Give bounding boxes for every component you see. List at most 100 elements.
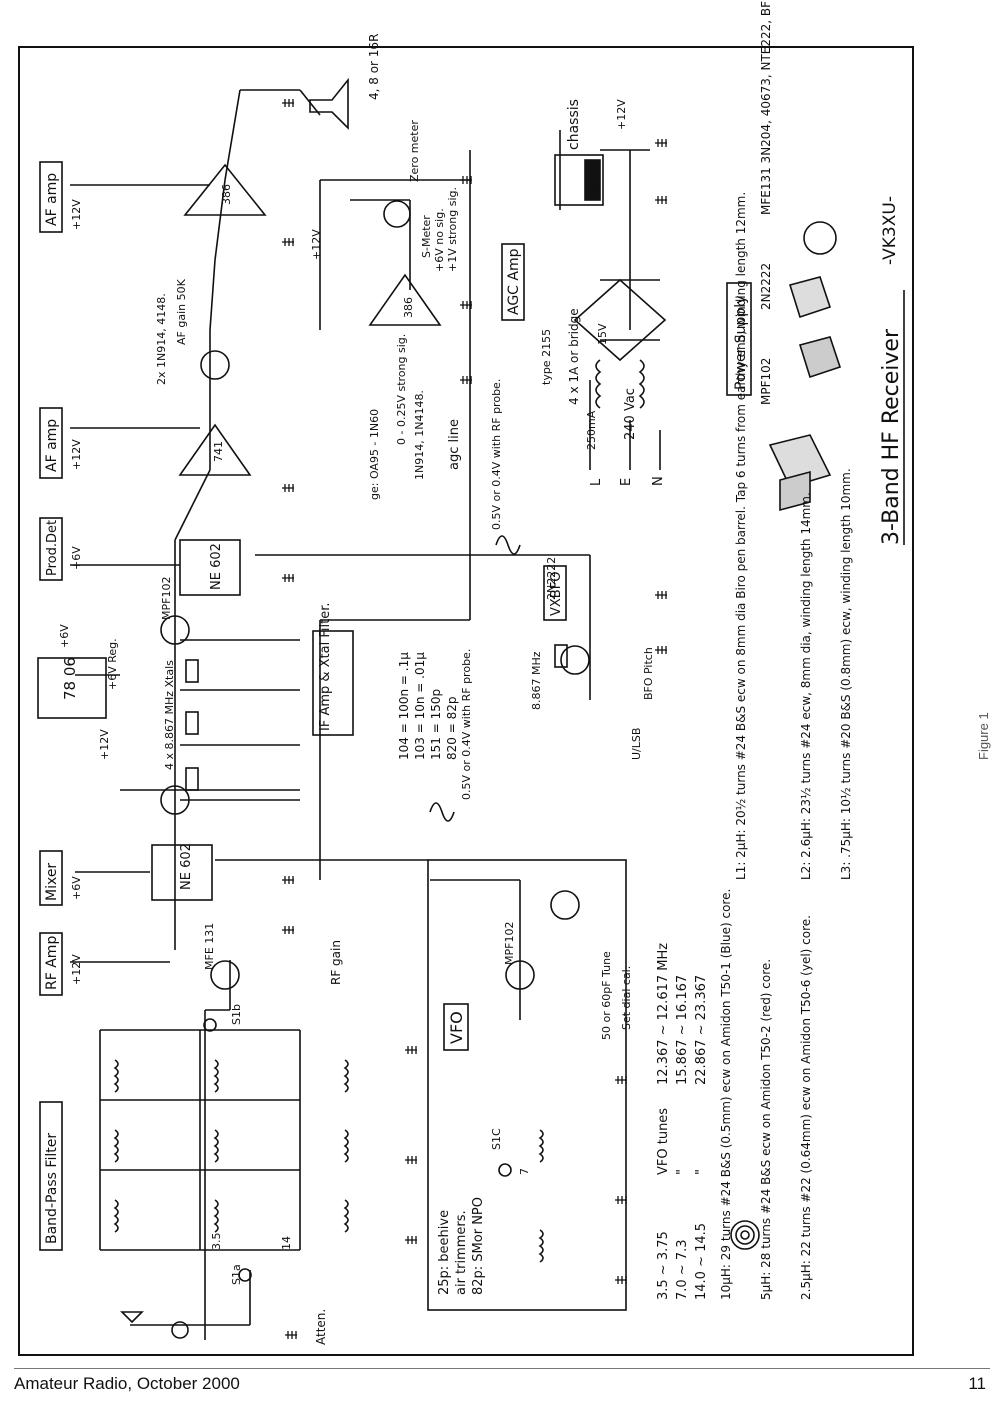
label-2n2222-bfo: 2N2222 [545, 557, 558, 600]
label-zero-meter: Zero meter [408, 120, 421, 182]
label-12v-af1: +12V [70, 199, 83, 230]
block-labels: Band-Pass Filter RF Amp Mixer IF Amp & X… [39, 161, 752, 1251]
label-mixer: Mixer [44, 863, 60, 901]
vfo-row-0-vfo: VFO tunes [656, 1108, 671, 1175]
reg-7812 [554, 154, 604, 206]
label-smeter: S-Meter [420, 215, 433, 258]
ic-symbols [37, 77, 842, 1339]
ne602-mixer [151, 844, 213, 901]
vfo-row-1-freq: 15.867 ~ 16.167 [675, 975, 690, 1085]
label-rf-probe-1: 0.5V or 0.4V with RF probe. [490, 379, 503, 530]
label-xfmr-v: 15V [596, 323, 609, 345]
label-ne602-mix: NE 602 [179, 843, 194, 890]
label-afamp-2: AF amp [44, 419, 60, 472]
pinout-mfe131: MFE131 3N204, 40673, NTE222, BFR-84, 3N2… [759, 0, 773, 215]
speaker-icon [309, 77, 349, 130]
label-386-out: 386 [220, 184, 233, 205]
label-bfo-pitch: BFO Pitch [642, 647, 655, 700]
label-rfamp: RF Amp [44, 936, 60, 990]
coil-note-1: 5µH: 28 turns #24 B&S ecw on Amidon T50-… [759, 959, 773, 1300]
label-agc-line: agc line [447, 419, 462, 470]
label-band-35: 3.5 [210, 1233, 223, 1251]
label-ifamp: IF Amp & Xtal Filter. [318, 602, 333, 731]
label-si: 1N914, 1N4148. [413, 390, 426, 480]
capcode-0: 104 = 100n = .1µ [397, 652, 411, 760]
figure-caption: Figure 1 [976, 712, 991, 760]
label-6v-reg: +6V Reg. [106, 638, 119, 690]
footer-publication: Amateur Radio, October 2000 [14, 1374, 240, 1393]
antenna-icon [120, 1311, 144, 1324]
label-s1a: S1a [230, 1264, 243, 1285]
label-12v-reg-in: +12V [98, 729, 111, 760]
label-dial-cal: Set dial cal. [620, 966, 633, 1030]
label-e: E [619, 478, 634, 486]
capcode-2: 151 = 150p [429, 689, 443, 760]
footer-page-number: 11 [968, 1374, 986, 1393]
label-mains: 240 Vac [623, 388, 638, 440]
bridge-rectifier-icon [573, 278, 667, 362]
trimmer-0: 25p: beehive [437, 1210, 452, 1295]
vfo-row-0-freq: 12.367 ~ 12.617 MHz [656, 943, 671, 1085]
coil-note-0: 10µH: 29 turns #24 B&S (0.5mm) ecw on Am… [719, 889, 733, 1300]
bfo-crystal-icon [554, 644, 568, 668]
label-l: L [589, 478, 604, 486]
reg-7806 [37, 657, 107, 719]
label-741: 741 [212, 441, 225, 462]
pinout-mpf102: MPF102 [759, 358, 773, 405]
vfo-tuning-table: 3.5 ~ 3.75 VFO tunes 12.367 ~ 12.617 MHz… [656, 943, 709, 1300]
capcode-1: 103 = 10n = .01µ [413, 652, 427, 760]
label-mpf102-if: MPF102 [160, 577, 173, 620]
lm386-output-amp [183, 163, 267, 216]
label-6v-pd: +6V [70, 546, 83, 570]
label-n: N [651, 476, 666, 486]
label-386-agc: 386 [402, 297, 415, 318]
label-usb-lsb: U/LSB [630, 728, 643, 760]
label-mpf102-vfo: MPF102 [503, 922, 516, 965]
label-fuse: 250mA [585, 410, 598, 450]
label-mfe131: MFE 131 [203, 923, 216, 970]
label-afamp-1: AF amp [44, 173, 60, 226]
wiring [70, 89, 661, 1340]
pinout-2n2222: 2N2222 [759, 263, 773, 310]
label-tune: 50 or 60pF Tune [600, 951, 613, 1040]
label-6v-mixer: +6V [70, 876, 83, 900]
transistor-pinouts: MPF102 2N2222 MFE131 3N204, 40673, NTE22… [759, 0, 773, 405]
label-rf-gain: RF gain [329, 940, 343, 985]
label-bandpass: Band-Pass Filter [44, 1133, 60, 1244]
trimmer-2: 82p: SMor NPO [471, 1197, 486, 1295]
lm386-agc-amp [368, 273, 442, 326]
transformer-primary-icon [595, 359, 602, 409]
coil-notes: 10µH: 29 turns #24 B&S (0.5mm) ecw on Am… [719, 192, 853, 1300]
transformer-secondary-icon [638, 359, 645, 409]
label-agc-v: 0 - 0.25V strong sig. [395, 334, 408, 445]
coil-note-4: L2: 2.6µH: 23½ turns #24 ecw, 8mm dia, w… [799, 492, 813, 880]
label-vxbfo: VXBFO [549, 572, 564, 616]
label-12v-agc: +12V [310, 229, 323, 260]
label-no-sig: +6V no sig. [433, 208, 446, 272]
vfo-row-2-freq: 22.867 ~ 23.367 [694, 975, 709, 1085]
label-s1c: S1C [490, 1128, 503, 1150]
op741-af-amp [178, 423, 252, 476]
s-meter-icon [383, 200, 411, 228]
vfo-row-2-band: 14.0 ~ 14.5 [694, 1223, 709, 1300]
component-labels: +12V +12V +6V +6V +12V +6V +6V Reg. +12V… [58, 34, 666, 1345]
vfo-row-1-vfo: " [675, 1169, 690, 1175]
label-band-14: 14 [280, 1236, 293, 1250]
label-bfo-xtal: 8.867 MHz [530, 651, 543, 710]
label-diodes: 2x 1N914, 4148. [155, 293, 168, 385]
ground-symbols [282, 99, 667, 1339]
vfo-row-2-vfo: " [694, 1169, 709, 1175]
label-ne602-pd: NE 602 [209, 543, 224, 590]
label-7812: 78 12 [590, 164, 603, 196]
label-speaker: 4, 8 or 16R [367, 34, 381, 100]
label-ge: ge: OA95 - 1N60 [368, 409, 381, 500]
trimmer-note: 25p: beehive air trimmers. 82p: SMor NPO [437, 1197, 486, 1295]
capacitor-codes: 104 = 100n = .1µ 103 = 10n = .01µ 151 = … [397, 652, 459, 760]
label-af-gain: AF gain 50K [175, 278, 188, 345]
ne602-prod-det [179, 539, 241, 596]
label-powersupply: Power Supply [733, 296, 749, 391]
label-vfo: VFO [447, 1011, 466, 1044]
label-bridge: 4 x 1A or bridge [567, 308, 581, 405]
footer-rule [14, 1368, 990, 1369]
